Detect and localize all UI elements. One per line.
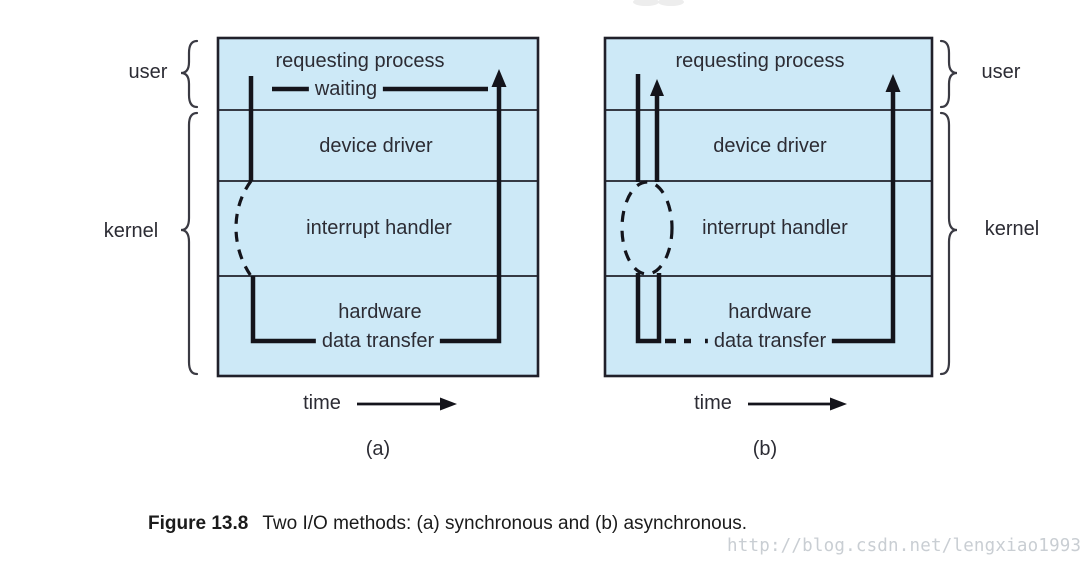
diagram-a-kernel-brace xyxy=(180,111,199,376)
watermark-url: http://blog.csdn.net/lengxiao1993 xyxy=(727,536,1082,556)
diagram-b-up-arrow-icon xyxy=(885,74,901,92)
figure-caption: Figure 13.8 Two I/O methods: (a) synchro… xyxy=(148,513,747,535)
diagram-a-user-brace xyxy=(180,39,199,109)
diagram-a-layer-device-driver: device driver xyxy=(319,135,433,157)
diagram-a-time-label: time xyxy=(303,392,341,414)
diagram-b-time-label: time xyxy=(694,392,732,414)
diagram-a-layer-interrupt-handler: interrupt handler xyxy=(306,217,452,239)
diagram-b-sublabel: (b) xyxy=(752,438,778,460)
diagram-a-user-label: user xyxy=(128,61,168,83)
time-arrows xyxy=(357,397,847,411)
diagram-b-interrupt-dashed-ellipse xyxy=(620,180,674,276)
diagram-b-kernel-label: kernel xyxy=(984,218,1040,240)
diagram-b-user-brace xyxy=(939,39,958,109)
diagram-b xyxy=(603,36,934,378)
diagram-a-sublabel: (a) xyxy=(365,438,391,460)
diagram-a-kernel-label: kernel xyxy=(103,220,159,242)
diagram-a-layer-hardware: hardware xyxy=(338,301,422,323)
diagram-a-data-transfer-label: data transfer xyxy=(315,331,441,351)
diagram-b-user-label: user xyxy=(981,61,1021,83)
diagram-b-time-arrow-icon xyxy=(830,397,847,411)
diagram-a-interrupt-dashed-arc xyxy=(234,180,253,277)
figure-caption-text: Two I/O methods: (a) synchronous and (b)… xyxy=(262,513,748,534)
diagram-a-layer-requesting-process: requesting process xyxy=(275,50,445,72)
diagram-b-left-up-arrow-icon xyxy=(650,79,664,96)
diagram-b-layer-device-driver: device driver xyxy=(713,135,827,157)
diagram-b-layer-hardware: hardware xyxy=(728,301,812,323)
diagram-b-hardware-u-line xyxy=(635,273,662,344)
figure-caption-label: Figure 13.8 xyxy=(148,513,249,534)
braces xyxy=(180,39,958,376)
cropped-glyph-remnant xyxy=(633,0,684,6)
diagram-b-kernel-brace xyxy=(939,111,958,376)
diagram-a-time-arrow-icon xyxy=(440,397,457,411)
diagram-a-up-arrow-icon xyxy=(491,69,507,87)
diagram-b-data-transfer-label: data transfer xyxy=(707,331,833,351)
diagram-b-layer-requesting-process: requesting process xyxy=(675,50,845,72)
diagram-a-waiting-label: waiting xyxy=(308,79,384,99)
diagram-b-layer-interrupt-handler: interrupt handler xyxy=(702,217,848,239)
